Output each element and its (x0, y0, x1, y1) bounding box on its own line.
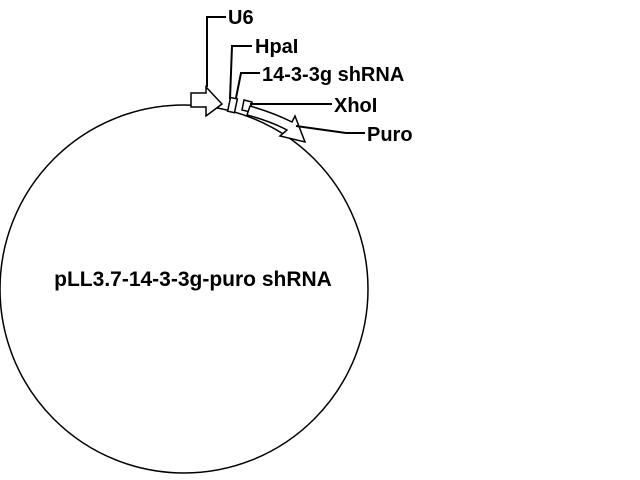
hpai-leader-line (229, 45, 252, 100)
u6-arrow (190, 85, 224, 118)
plasmid-backbone (0, 104, 369, 474)
puro-label: Puro (367, 124, 413, 146)
shrna-leader-line (235, 72, 260, 99)
shrna-label: 14-3-3g shRNA (262, 64, 404, 86)
hpai-site-marker (226, 96, 239, 114)
xhoi-label: XhoI (334, 95, 377, 117)
u6-leader-line (206, 16, 226, 87)
puro-arrow (246, 105, 307, 144)
plasmid-name: pLL3.7-14-3-3g-puro shRNA (54, 268, 332, 291)
puro-leader-line (295, 125, 365, 134)
hpai-label: HpaI (255, 36, 298, 58)
u6-label: U6 (228, 7, 254, 29)
